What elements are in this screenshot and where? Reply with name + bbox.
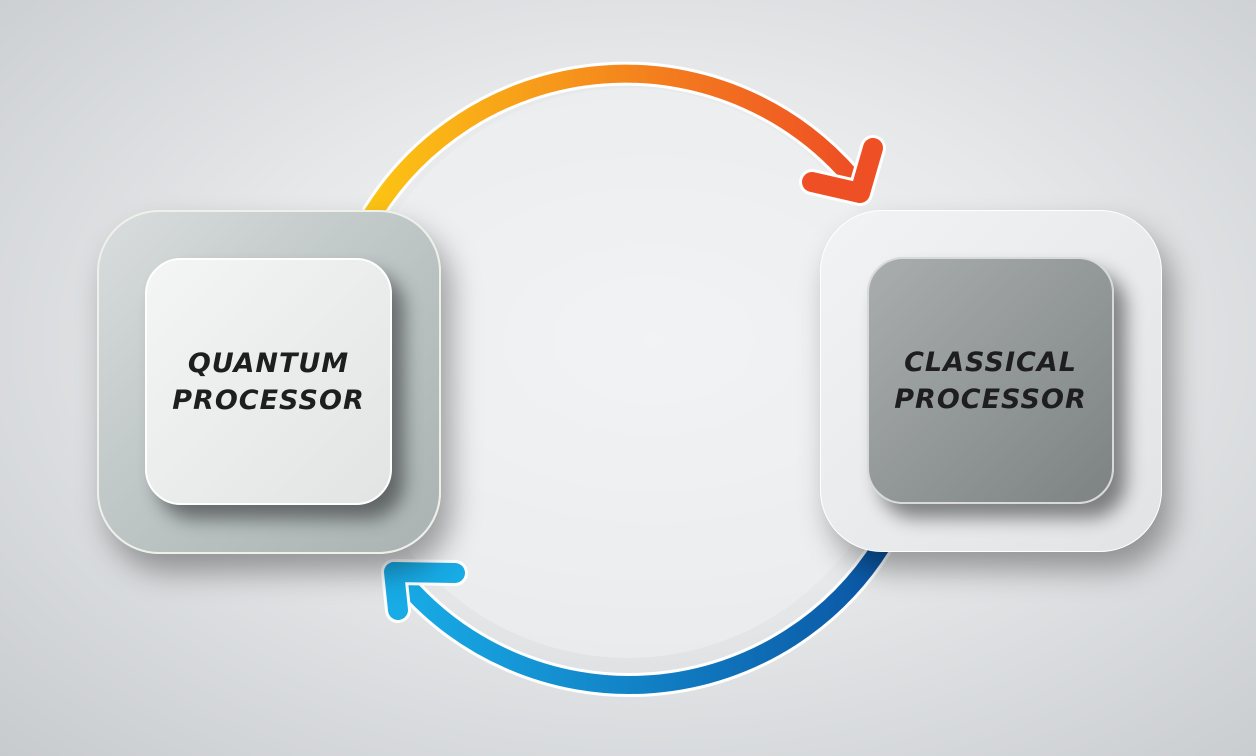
- quantum-label-line1: QUANTUM: [187, 347, 350, 379]
- classical-label-line1: CLASSICAL: [904, 346, 1077, 378]
- classical-processor-box: CLASSICAL PROCESSOR: [820, 210, 1162, 552]
- arrow-quantum-to-classical: [361, 61, 886, 222]
- classical-processor-button: CLASSICAL PROCESSOR: [867, 257, 1114, 504]
- arrow-classical-to-quantum: [381, 538, 893, 697]
- center-circle: [348, 88, 908, 658]
- classical-label-line2: PROCESSOR: [894, 383, 1087, 415]
- quantum-processor-box: QUANTUM PROCESSOR: [97, 210, 441, 554]
- quantum-label-line2: PROCESSOR: [172, 384, 365, 416]
- quantum-processor-button: QUANTUM PROCESSOR: [145, 258, 392, 505]
